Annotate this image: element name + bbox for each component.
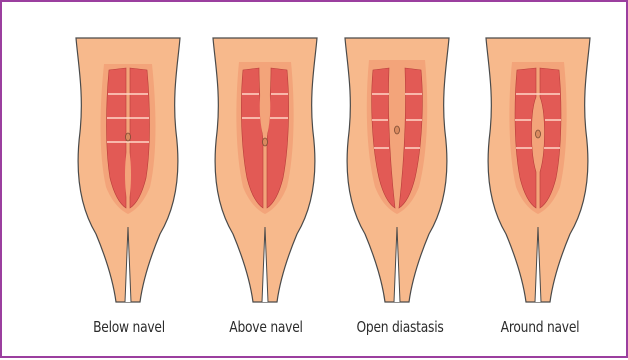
caption-around-navel: Around navel	[494, 316, 586, 338]
figure-below-navel	[76, 38, 180, 302]
figure-around-navel	[486, 38, 590, 302]
navel-around-navel	[536, 130, 541, 138]
caption-open-diastasis: Open diastasis	[348, 316, 453, 338]
navel-above-navel	[263, 138, 268, 146]
figure-open-diastasis	[345, 38, 449, 302]
figure-above-navel	[213, 38, 317, 302]
caption-above-navel: Above navel	[223, 316, 308, 338]
navel-open-diastasis	[395, 126, 400, 134]
navel-below-navel	[126, 133, 131, 141]
caption-below-navel: Below navel	[89, 316, 169, 338]
